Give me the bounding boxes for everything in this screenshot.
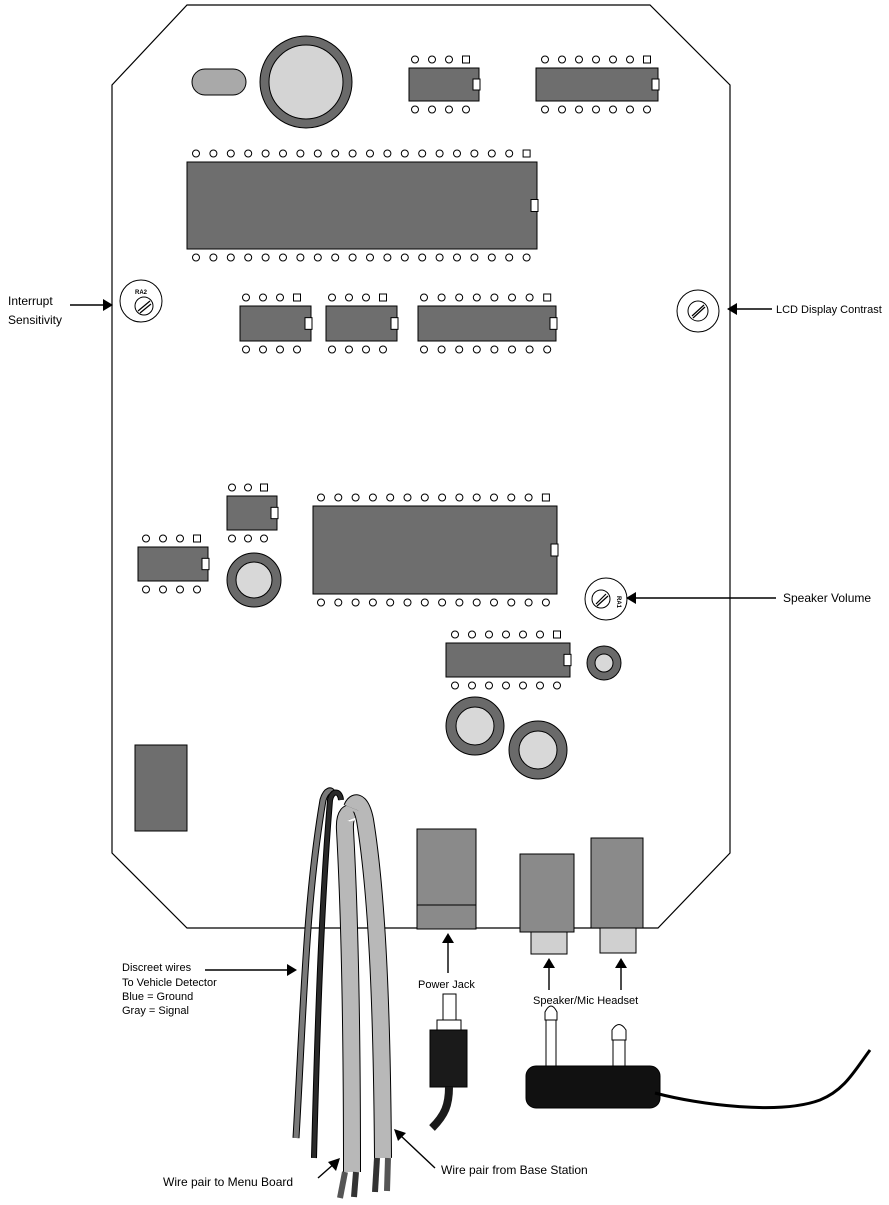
mic-jack [590,837,644,929]
label-discreet-line4: Gray = Signal [122,1005,189,1017]
ic-main [186,149,539,262]
ic-chips [137,55,660,690]
pot-lcd-contrast [676,289,720,333]
ic-mid-large [312,493,559,607]
label-speaker-volume: Speaker Volume [783,591,871,605]
label-power-jack: Power Jack [418,979,475,991]
ic-left-small [137,534,210,594]
label-interrupt-line2: Sensitivity [8,313,62,327]
label-discreet-line1: Discreet wires [122,962,192,974]
terminal-block [134,744,188,832]
pot-marking-ra2: RA2 [135,290,148,296]
ic-row-3 [417,293,558,354]
pot-speaker-volume: RA1 [584,577,628,621]
circuit-board-outline [111,4,731,929]
ic-top-right [535,55,660,114]
label-discreet-line3: Blue = Ground [122,991,193,1003]
crystal-oval [191,68,247,96]
pot-marking-ra1: RA1 [615,596,621,609]
label-headset: Speaker/Mic Headset [533,995,638,1007]
ic-lower [445,630,572,690]
annotation-arrows [70,299,776,1179]
ic-top-small [408,55,481,114]
ic-row-2 [325,293,399,354]
label-lcd-contrast: LCD Display Contrast [776,304,882,316]
pot-interrupt-sensitivity: RA2 [119,279,163,323]
ic-mid-small [226,483,279,543]
label-discreet-line2: To Vehicle Detector [122,977,217,989]
speaker-jack [519,853,575,933]
label-wire-menu-board: Wire pair to Menu Board [163,1175,293,1189]
power-jack [416,828,477,930]
headset-plug [525,1005,872,1110]
ic-row-1 [239,293,313,354]
power-plug [429,993,468,1131]
label-wire-base-station: Wire pair from Base Station [441,1163,588,1177]
label-interrupt-line1: Interrupt [8,294,53,308]
